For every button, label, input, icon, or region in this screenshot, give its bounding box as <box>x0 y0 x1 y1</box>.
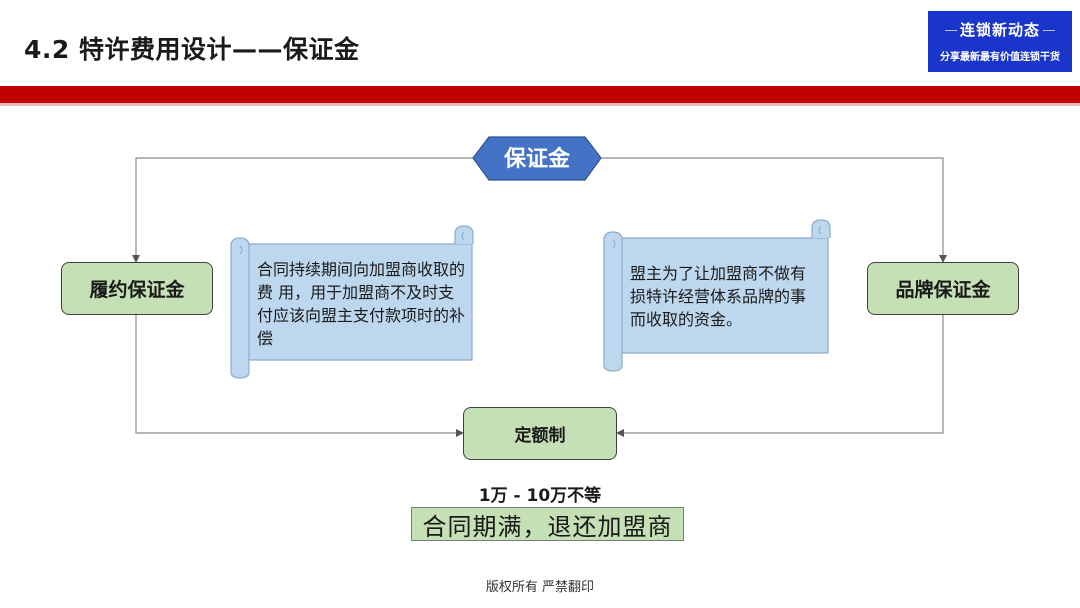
refund-note: 合同期满，退还加盟商 <box>411 507 684 541</box>
performance-deposit-box: 履约保证金 <box>61 262 213 315</box>
connector-top-left <box>132 157 473 263</box>
left-scroll <box>230 225 474 379</box>
left-note-text: 合同持续期间向加盟商收取的费 用，用于加盟商不及时支付应该向盟主支付款项时的补偿 <box>257 260 466 348</box>
header-red-bar <box>0 86 1080 103</box>
copyright-footer: 版权所有 严禁翻印 <box>485 580 595 595</box>
connector-bottom-left <box>135 315 464 437</box>
logo-name: 连锁新动态 <box>959 21 1040 39</box>
right-note-text: 盟主为了让加盟商不做有损特许经营体系品牌的事而收取的资金。 <box>630 264 807 329</box>
right-scroll <box>603 219 831 372</box>
logo-name-row: 连锁新动态 <box>928 19 1072 40</box>
logo-dash-left <box>944 30 957 31</box>
center-hexagon <box>472 136 602 181</box>
center-label: 保证金 <box>503 146 571 172</box>
brand-deposit-box: 品牌保证金 <box>867 262 1019 315</box>
deposit-range-text: 1万 - 10万不等 <box>478 486 602 506</box>
fixed-amount-box: 定额制 <box>463 407 617 460</box>
header-red-bar-shadow <box>0 103 1080 106</box>
page-title: 4.2 特许费用设计——保证金 <box>24 35 360 64</box>
logo-tagline: 分享最新最有价值连锁干货 <box>940 52 1060 63</box>
connector-top-right <box>601 157 947 263</box>
brand-logo: 连锁新动态 分享最新最有价值连锁干货 <box>928 11 1072 72</box>
connector-bottom-right <box>616 315 944 437</box>
logo-dash-right <box>1043 30 1055 31</box>
